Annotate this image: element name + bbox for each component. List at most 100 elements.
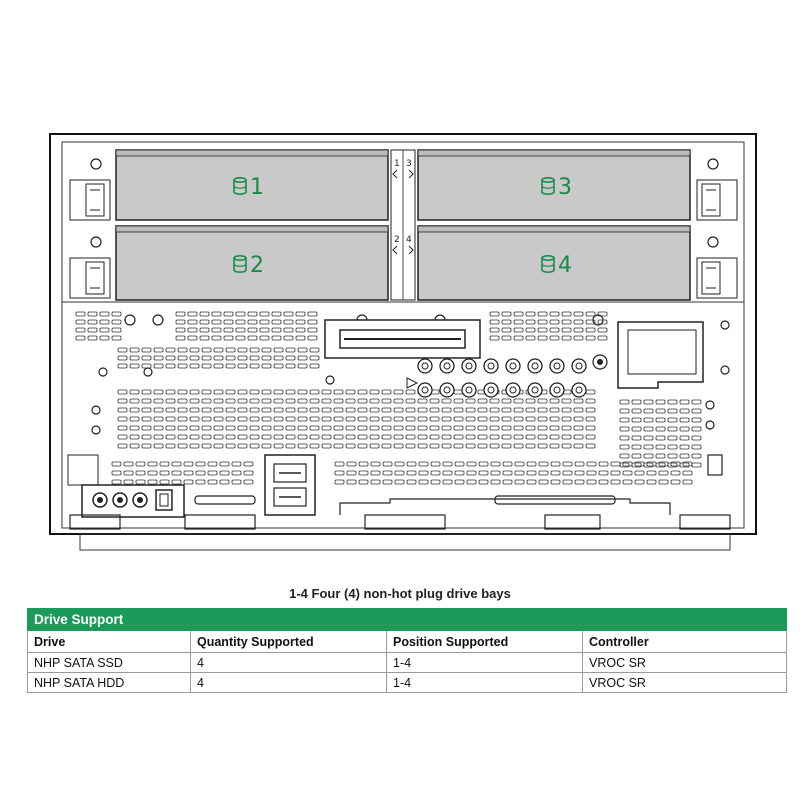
table-header-row: Drive Quantity Supported Position Suppor… — [27, 630, 787, 653]
vent-slot — [237, 425, 248, 431]
vent-slot — [501, 425, 512, 431]
vent-slot — [513, 335, 524, 341]
vent-slot — [223, 319, 234, 325]
vent-slot — [370, 470, 381, 476]
vent-slot — [225, 443, 236, 449]
vent-slot — [123, 479, 134, 485]
drive-icon — [541, 254, 555, 273]
vent-slot — [643, 399, 654, 405]
vent-slot — [261, 434, 272, 440]
vent-slot — [622, 479, 633, 485]
vent-slot — [213, 389, 224, 395]
vent-slot — [201, 389, 212, 395]
vent-slot — [454, 479, 465, 485]
vent-slot — [619, 453, 630, 459]
vent-slot — [237, 355, 248, 361]
vent-slot — [165, 389, 176, 395]
vent-slot — [585, 327, 596, 333]
vent-slot — [358, 461, 369, 467]
vent-slot — [237, 363, 248, 369]
round-port — [505, 382, 521, 398]
vent-slot — [610, 470, 621, 476]
vent-slot — [307, 319, 318, 325]
vent-slot — [667, 417, 678, 423]
table-title-row: Drive Support — [27, 608, 787, 631]
drive-bay-3: 3 — [417, 149, 691, 221]
chassis-base — [79, 533, 731, 551]
vent-slot — [333, 434, 344, 440]
vent-slot — [406, 479, 417, 485]
vent-slot — [405, 398, 416, 404]
round-port-inner — [487, 386, 495, 394]
vent-slot — [538, 479, 549, 485]
vent-slot — [382, 479, 393, 485]
vent-slot — [513, 416, 524, 422]
bay-label-4: 4 — [558, 253, 572, 278]
vent-slot — [261, 425, 272, 431]
vent-slot — [213, 434, 224, 440]
vent-slot — [655, 399, 666, 405]
vent-slot — [501, 335, 512, 341]
vent-slot — [237, 389, 248, 395]
vent-slot — [658, 470, 669, 476]
vent-slot — [346, 470, 357, 476]
vent-slot — [679, 399, 690, 405]
vent-slot — [619, 417, 630, 423]
vent-slot — [574, 470, 585, 476]
vent-slot — [562, 479, 573, 485]
vent-slot — [261, 443, 272, 449]
vent-slot — [75, 311, 86, 317]
vent-slot — [345, 416, 356, 422]
vent-slot — [537, 327, 548, 333]
vent-slot — [393, 407, 404, 413]
vent-slot — [211, 335, 222, 341]
vent-slot — [417, 407, 428, 413]
round-port — [549, 358, 565, 374]
vent-slot — [549, 335, 560, 341]
vent-slot — [111, 327, 122, 333]
right-latch-lower — [696, 257, 738, 299]
vent-slot — [199, 311, 210, 317]
vent-slot — [405, 434, 416, 440]
vent-slot — [99, 319, 110, 325]
vent-slot — [465, 443, 476, 449]
vent-slot — [393, 389, 404, 395]
vent-slot — [153, 389, 164, 395]
vent-slot — [295, 327, 306, 333]
vent-slot — [357, 416, 368, 422]
vent-slot — [117, 398, 128, 404]
vent-slot — [429, 407, 440, 413]
vent-slot — [453, 416, 464, 422]
vent-slot — [465, 416, 476, 422]
vent-slot — [333, 425, 344, 431]
vent-slot — [658, 479, 669, 485]
vent-slot — [525, 407, 536, 413]
vent-grille — [75, 311, 702, 485]
vent-slot — [309, 355, 320, 361]
vent-slot — [297, 363, 308, 369]
vent-slot — [597, 335, 608, 341]
vent-slot — [646, 470, 657, 476]
vent-slot — [682, 479, 693, 485]
vent-slot — [201, 363, 212, 369]
vent-slot — [573, 335, 584, 341]
vent-slot — [285, 434, 296, 440]
vent-slot — [261, 416, 272, 422]
vent-slot — [297, 425, 308, 431]
vent-slot — [513, 319, 524, 325]
arrow-icon — [406, 377, 419, 389]
vent-slot — [526, 461, 537, 467]
vent-slot — [213, 363, 224, 369]
vent-slot — [333, 416, 344, 422]
vent-slot — [153, 416, 164, 422]
vent-slot — [129, 443, 140, 449]
vent-slot — [175, 311, 186, 317]
vent-slot — [513, 434, 524, 440]
vent-slot — [537, 311, 548, 317]
vent-slot — [177, 407, 188, 413]
round-port — [417, 358, 433, 374]
vent-slot — [393, 425, 404, 431]
vent-slot — [225, 434, 236, 440]
vent-slot — [129, 347, 140, 353]
vent-slot — [213, 398, 224, 404]
